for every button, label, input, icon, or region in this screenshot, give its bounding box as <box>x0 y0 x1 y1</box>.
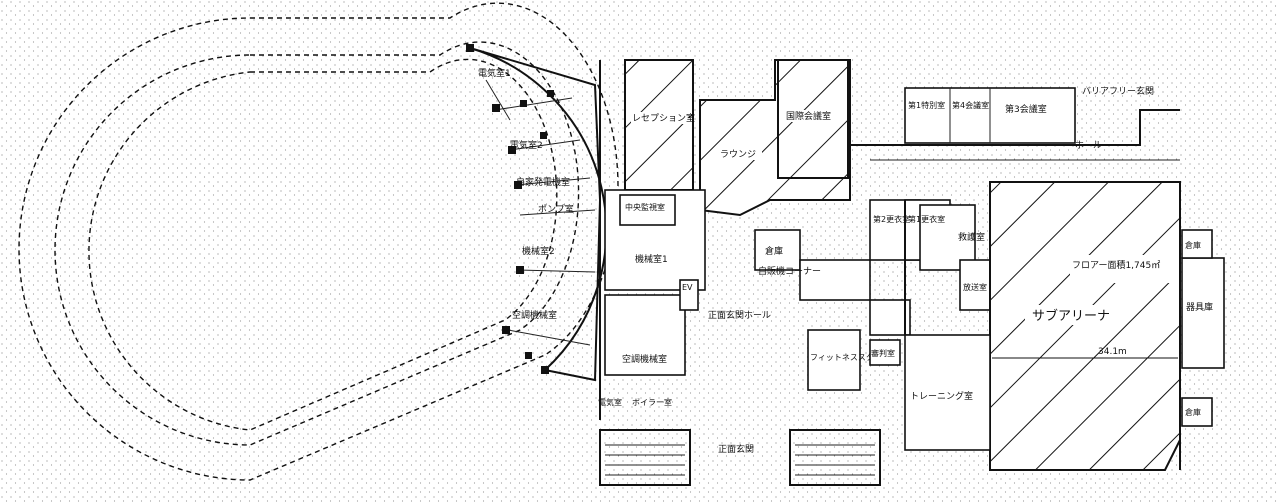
dimension-label-width: 34.1m <box>1098 347 1127 357</box>
reception-room <box>624 59 694 191</box>
training-room <box>904 334 991 451</box>
storage-bottom-right <box>1181 397 1213 427</box>
room-label-dai2-kouishitsu: 第2更衣室 <box>873 214 910 224</box>
room-label-lounge: ラウンジ <box>720 149 756 160</box>
stairs-left <box>599 429 691 486</box>
room-label-housou: 放送室 <box>963 282 987 292</box>
room-label-reception: レセプション室 <box>632 112 695 124</box>
fitness-studio <box>807 329 861 391</box>
room-label-kuchou-center: 空調機械室 <box>622 353 667 365</box>
room-label-kikai2: 機械室2 <box>522 245 555 257</box>
room-label-jihanki: 自販機コーナー <box>758 265 821 277</box>
referee-room <box>869 339 901 366</box>
equipment-storage <box>1181 257 1225 369</box>
room-label-kura-right-top: 倉庫 <box>1185 240 1201 250</box>
room-label-kuchou-left: 空調機械室 <box>512 309 557 321</box>
central-service-area <box>604 189 996 376</box>
room-label-dai1-kouishitsu: 第1更衣室 <box>908 214 945 224</box>
room-label-jikahatsu: 自家発電機室 <box>516 176 570 188</box>
room-label-ev: EV <box>682 283 693 292</box>
room-label-training: トレーニング室 <box>910 390 973 402</box>
room-label-shoumen-hall: 正面玄関ホール <box>708 309 771 321</box>
room-label-kigu: 器具庫 <box>1186 301 1213 313</box>
room-label-kokusai: 国際会議室 <box>786 110 831 122</box>
building-outline <box>599 60 1181 470</box>
room-label-denki-center: 電気室 <box>598 397 622 407</box>
room-label-shinpan: 審判室 <box>871 348 895 358</box>
storage-top-right <box>1181 229 1213 259</box>
room-label-denki1: 電気室1 <box>478 67 511 79</box>
floor-area-label: フロアー面積1,745㎡ <box>1072 259 1160 271</box>
room-label-dai3-kaigi: 第3会議室 <box>1005 103 1047 115</box>
room-label-dai4-kaigi: 第4会議室 <box>952 100 989 110</box>
room-label-denki2: 電気室2 <box>510 139 543 151</box>
stairs-center <box>789 429 881 486</box>
room-label-pump: ポンプ室 <box>538 203 574 215</box>
room-label-kyugoshitsu: 救護室 <box>958 231 985 243</box>
room-label-chuo-kanshi: 中央監視室 <box>625 202 665 212</box>
room-label-dai1-tokubetsu: 第1特別室 <box>908 100 945 110</box>
room-label-boiler: ボイラー室 <box>632 397 672 407</box>
room-label-kura: 倉庫 <box>765 245 783 257</box>
room-label-fitness: フィットネススタジオ <box>810 353 890 362</box>
room-label-kura-right-bottom: 倉庫 <box>1185 407 1201 417</box>
sub-arena <box>989 181 1181 471</box>
room-label-kikai1: 機械室1 <box>635 253 668 265</box>
barrier-free-entrance-label: バリアフリー玄関 <box>1082 85 1154 97</box>
running-track <box>18 2 619 481</box>
main-entrance-label: 正面玄関 <box>718 443 754 455</box>
room-label-sub-arena: サブアリーナ <box>1032 308 1110 324</box>
